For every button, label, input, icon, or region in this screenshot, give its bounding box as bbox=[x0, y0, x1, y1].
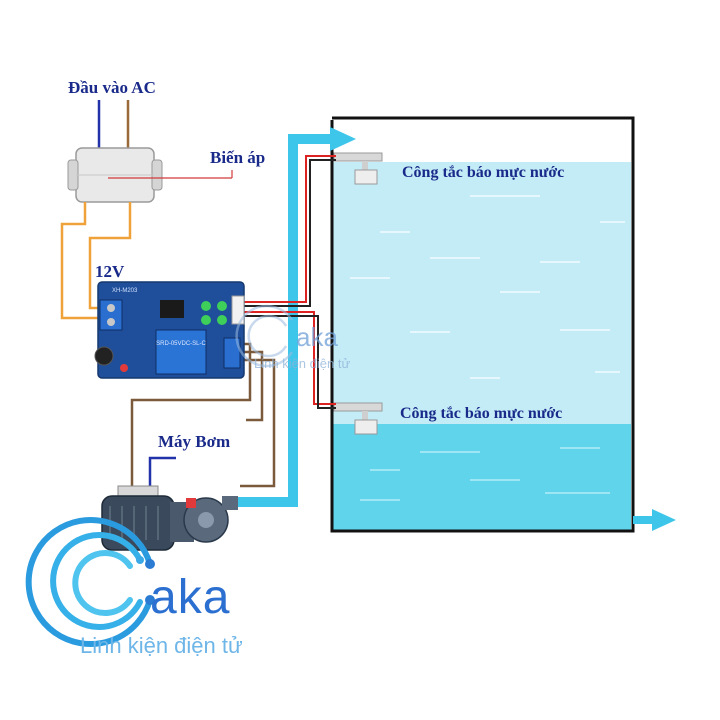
outlet-pipe bbox=[633, 509, 676, 531]
transformer bbox=[67, 147, 233, 203]
module-silk: XH-M203 bbox=[112, 288, 138, 294]
brand-tagline: Linh kiện điện tử bbox=[80, 633, 243, 658]
voltage-label: 12V bbox=[95, 262, 125, 281]
inlet-pipe bbox=[230, 127, 356, 507]
watermark-tagline: Linh kiện điện tử bbox=[254, 356, 351, 371]
bottom-switch-label: Công tắc báo mực nước bbox=[400, 405, 563, 422]
top-switch-label: Công tắc báo mực nước bbox=[402, 164, 565, 181]
low-voltage-wires bbox=[60, 202, 132, 320]
brand-logo-text: aka bbox=[150, 571, 231, 624]
water-tank bbox=[330, 116, 635, 533]
pump-label: Máy Bơm bbox=[158, 432, 231, 451]
float-switch-bottom bbox=[333, 402, 383, 435]
relay-text: SRD-05VDC-SL-C bbox=[156, 341, 206, 347]
pump bbox=[101, 485, 238, 551]
control-module: SRD-05VDC-SL-C XH-M203 bbox=[94, 281, 245, 379]
watermark-logo-icon bbox=[235, 304, 294, 368]
sensor-wires bbox=[244, 155, 336, 409]
brand-logo-icon bbox=[25, 517, 155, 647]
transformer-label: Biến áp bbox=[210, 148, 266, 167]
watermark-logo-text: aka bbox=[296, 322, 338, 352]
pump-wires bbox=[130, 342, 276, 488]
ac-wires bbox=[97, 100, 130, 148]
ac-input-label: Đầu vào AC bbox=[68, 78, 156, 97]
